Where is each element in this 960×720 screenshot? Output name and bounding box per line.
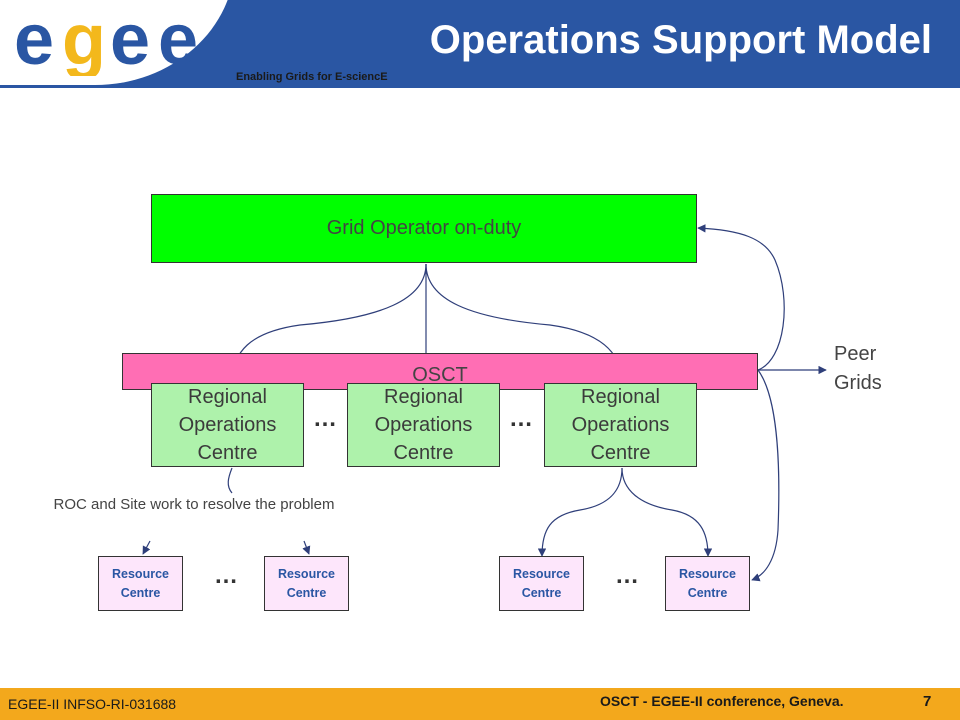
- resource-centre-label: Resource: [513, 566, 570, 581]
- resource-centre-box: Resource Centre: [98, 556, 183, 611]
- arrow-note-to-rc-2: [302, 540, 311, 555]
- roc-label-line: Operations: [178, 414, 277, 436]
- roc-site-note: ROC and Site work to resolve the problem: [53, 496, 335, 513]
- resource-centre-box: Resource Centre: [499, 556, 584, 611]
- egee-logo: e g e e: [14, 6, 200, 76]
- ellipsis: …: [615, 562, 640, 589]
- roc-label-line: Regional: [188, 386, 267, 408]
- arrow-to-rc-4: [751, 369, 780, 582]
- project-id: EGEE-II INFSO-RI-031688: [8, 696, 177, 712]
- roc-box: Regional Operations Centre: [347, 383, 500, 467]
- osct-label: OSCT: [412, 364, 468, 386]
- roc-label-line: Regional: [384, 386, 463, 408]
- peer-grids-line: Peer: [834, 343, 877, 365]
- resource-centre-label: Centre: [286, 585, 327, 600]
- grid-operator-box: Grid Operator on-duty: [151, 194, 697, 263]
- roc-label-line: Regional: [581, 386, 660, 408]
- resource-centre-label: Resource: [112, 566, 169, 581]
- roc-label-line: Centre: [197, 442, 258, 464]
- svg-text:g: g: [62, 6, 102, 76]
- tagline: Enabling Grids for E-sciencE: [236, 71, 388, 83]
- resource-centre-label: Resource: [278, 566, 335, 581]
- conference-label: OSCT - EGEE-II conference, Geneva.: [600, 693, 844, 709]
- arrow-back-to-goo: [697, 224, 785, 371]
- peer-grids-line: Grids: [834, 372, 882, 394]
- svg-text:e: e: [110, 6, 148, 76]
- arrow-roc3-to-rc-4: [621, 467, 713, 557]
- peer-grids-label: Peer Grids: [834, 340, 882, 398]
- arrow-note-to-rc-1: [142, 540, 151, 555]
- roc-label-line: Operations: [374, 414, 473, 436]
- ellipsis: …: [313, 405, 338, 432]
- slide-footer: EGEE-II INFSO-RI-031688 OSCT - EGEE-II c…: [0, 688, 960, 720]
- roc-label-line: Centre: [590, 442, 651, 464]
- svg-text:e: e: [14, 6, 52, 76]
- ellipsis: …: [509, 405, 534, 432]
- resource-centre-box: Resource Centre: [665, 556, 750, 611]
- roc-label-line: Operations: [571, 414, 670, 436]
- svg-text:e: e: [158, 6, 196, 76]
- grid-operator-label: Grid Operator on-duty: [326, 217, 522, 239]
- resource-centre-label: Centre: [687, 585, 728, 600]
- resource-centre-label: Resource: [679, 566, 736, 581]
- resource-centre-box: Resource Centre: [264, 556, 349, 611]
- line-roc1-to-note: [227, 467, 233, 494]
- roc-box: Regional Operations Centre: [544, 383, 697, 467]
- ellipsis: …: [214, 562, 239, 589]
- roc-label-line: Centre: [393, 442, 454, 464]
- arrow-roc3-to-rc-3: [537, 467, 623, 557]
- slide-header: e g e e Enabling Grids for E-sciencE Ope…: [0, 0, 960, 88]
- roc-box: Regional Operations Centre: [151, 383, 304, 467]
- slide-title: Operations Support Model: [429, 18, 932, 62]
- page-number: 7: [923, 693, 932, 710]
- resource-centre-label: Centre: [120, 585, 161, 600]
- resource-centre-label: Centre: [521, 585, 562, 600]
